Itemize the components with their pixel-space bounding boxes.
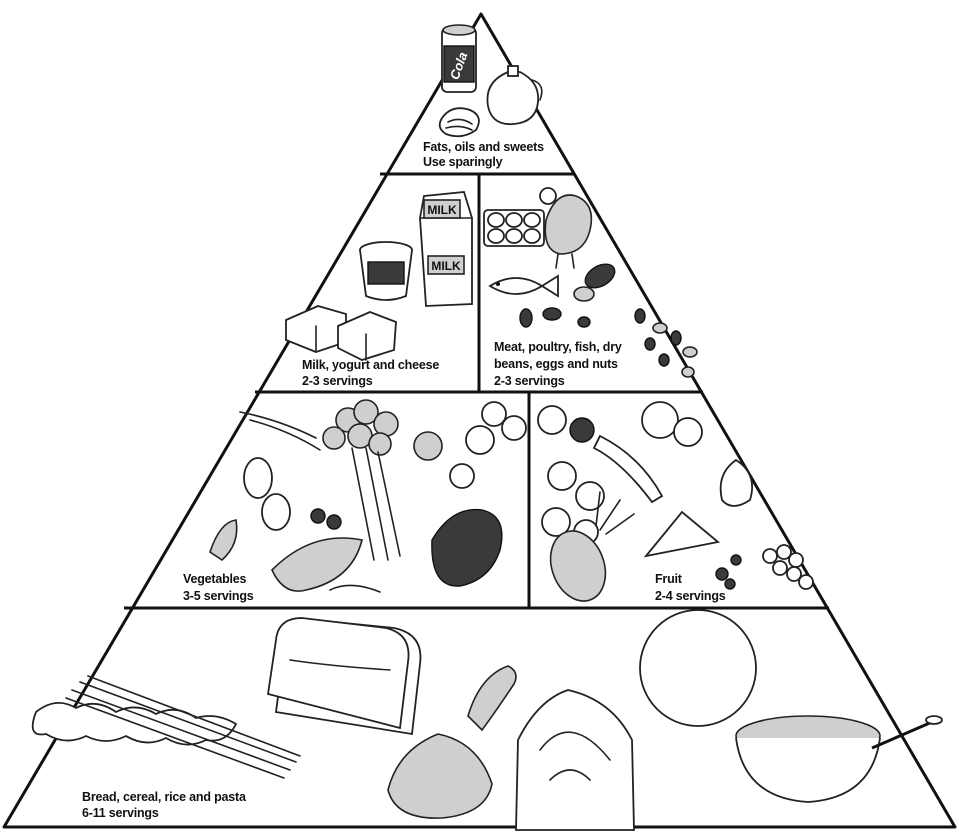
bread-tier-illustrations: Bread, cereal, rice and pasta 6-11 servi… bbox=[31, 609, 943, 831]
cola-can-illustration: Cola bbox=[441, 24, 477, 93]
banana-illustration bbox=[592, 434, 664, 504]
fats-tier-label: Fats, oils and sweets bbox=[423, 140, 544, 154]
oranges-illustration bbox=[541, 461, 605, 545]
milk-tier-servings: 2-3 servings bbox=[302, 374, 373, 388]
fruit-tier-servings: 2-4 servings bbox=[655, 589, 726, 603]
meat-tier-illustrations: Meat, poultry, fish, dry beans, eggs and… bbox=[483, 187, 698, 388]
cheese-blocks-illustration bbox=[285, 305, 397, 361]
green-beans-illustration bbox=[239, 411, 321, 451]
broccoli-illustration bbox=[322, 399, 401, 561]
nuts-illustration bbox=[573, 263, 616, 302]
pyramid-outline bbox=[2, 12, 957, 829]
milk-carton-illustration: MILK MILK bbox=[419, 191, 473, 307]
meat-tier-servings: 2-3 servings bbox=[494, 374, 565, 388]
pineapple-illustration bbox=[549, 491, 635, 602]
apples-illustration bbox=[641, 401, 703, 447]
bread-slices-illustration bbox=[266, 617, 422, 736]
cereal-box-illustration bbox=[515, 689, 635, 831]
potatoes-illustration bbox=[243, 457, 291, 531]
fats-tier-servings: Use sparingly bbox=[423, 155, 503, 169]
chicken-illustration bbox=[539, 187, 593, 269]
fats-tier-illustrations: Cola Fats, oils and sweets Use sparingly bbox=[423, 24, 544, 169]
pyramid-frame bbox=[2, 12, 957, 829]
egg-carton-illustration bbox=[483, 209, 545, 247]
milk-tier-illustrations: MILK MILK Milk, yogurt and cheese 2-3 se… bbox=[285, 191, 473, 388]
pear-illustration bbox=[719, 458, 754, 507]
bread-tier-servings: 6-11 servings bbox=[82, 806, 159, 820]
cereal-bowl-illustration bbox=[735, 715, 943, 803]
lettuce-illustration bbox=[431, 508, 503, 587]
milk-carton-label-top: MILK bbox=[427, 203, 457, 217]
vegetables-tier-label: Vegetables bbox=[183, 572, 247, 586]
dry-beans-illustration bbox=[519, 307, 698, 378]
milk-carton-label-side: MILK bbox=[431, 259, 461, 273]
bread-tier-label: Bread, cereal, rice and pasta bbox=[82, 790, 247, 804]
milk-tier-label: Milk, yogurt and cheese bbox=[302, 358, 439, 372]
vegetables-tier-illustrations: Vegetables 3-5 servings bbox=[183, 399, 527, 603]
corn-husk-illustration bbox=[271, 537, 381, 593]
candy-pastry-illustration bbox=[438, 107, 480, 138]
fruit-tier-label: Fruit bbox=[655, 572, 683, 586]
meat-tier-label-line2: beans, eggs and nuts bbox=[494, 357, 618, 371]
pepper-illustration bbox=[209, 519, 238, 562]
grapes-illustration bbox=[762, 544, 814, 590]
pasta-illustration bbox=[31, 675, 301, 779]
berries-illustration bbox=[715, 554, 742, 590]
rice-illustration bbox=[387, 665, 517, 819]
vegetables-tier-servings: 3-5 servings bbox=[183, 589, 254, 603]
meat-tier-label: Meat, poultry, fish, dry bbox=[494, 340, 622, 354]
tortilla-illustration bbox=[639, 609, 757, 727]
plums-illustration bbox=[537, 405, 595, 443]
fish-illustration bbox=[488, 274, 559, 298]
cauliflower-illustration bbox=[413, 431, 475, 489]
fruit-tier-illustrations: Fruit 2-4 servings bbox=[537, 401, 814, 603]
oil-jug-illustration bbox=[486, 65, 543, 126]
watermelon-slice-illustration bbox=[643, 510, 721, 558]
onions-illustration bbox=[465, 401, 527, 455]
yogurt-cup-illustration bbox=[359, 241, 413, 301]
mushrooms-illustration bbox=[310, 508, 342, 530]
